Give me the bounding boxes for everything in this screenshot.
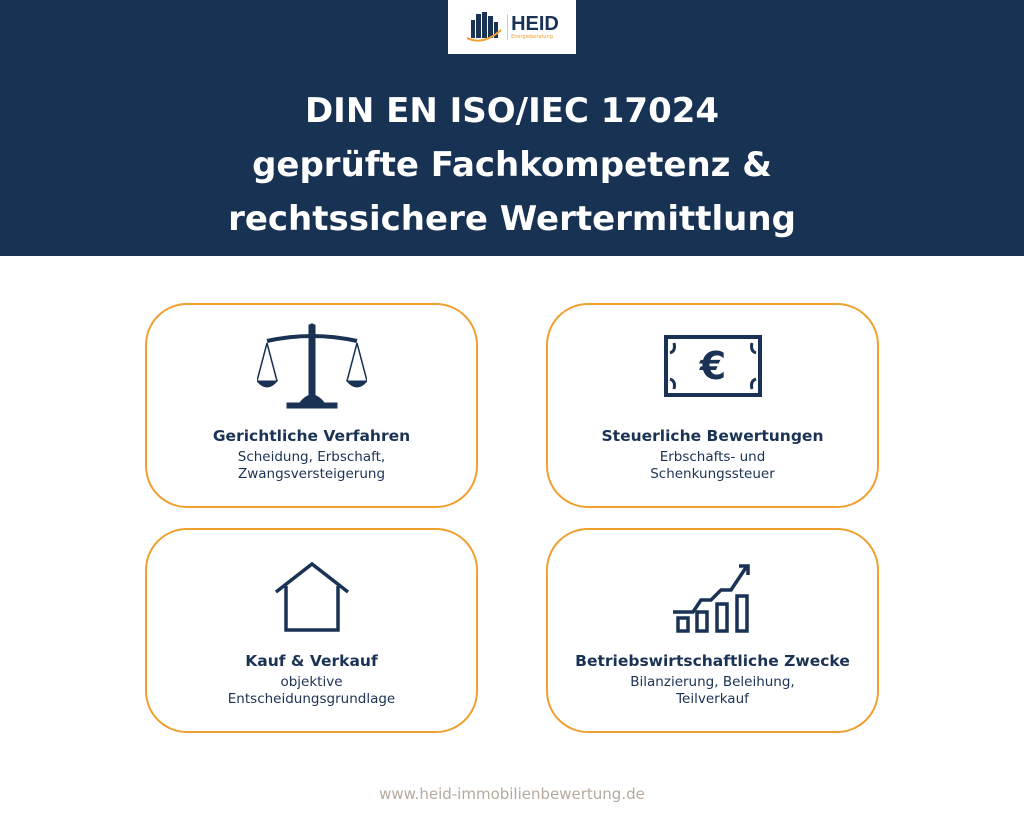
logo-name: HEID	[511, 13, 559, 35]
card-description: Bilanzierung, Beleihung,Teilverkauf	[630, 674, 795, 707]
website-link[interactable]: www.heid-immobilienbewertung.de	[379, 785, 645, 803]
buildings-logo-icon	[466, 12, 502, 42]
card-court: Gerichtliche Verfahren Scheidung, Erbsch…	[145, 303, 478, 508]
card-title: Betriebswirtschaftliche Zwecke	[575, 652, 850, 670]
scales-icon	[256, 323, 367, 409]
card-title: Steuerliche Bewertungen	[601, 427, 824, 445]
title-line: geprüfte Fachkompetenz &	[252, 145, 772, 185]
logo-tagline: Energieberatung	[511, 34, 553, 40]
house-icon	[274, 561, 349, 632]
card-title: Kauf & Verkauf	[245, 652, 378, 670]
logo: HEID Energieberatung	[448, 0, 576, 54]
page-title: DIN EN ISO/IEC 17024 geprüfte Fachkompet…	[0, 84, 1024, 246]
euro-banknote-icon: €	[663, 335, 762, 397]
card-tax: € Steuerliche Bewertungen Erbschafts- un…	[546, 303, 879, 508]
svg-text:€: €	[698, 344, 725, 388]
card-business: Betriebswirtschaftliche Zwecke Bilanzier…	[546, 528, 879, 733]
header-banner: HEID Energieberatung DIN EN ISO/IEC 1702…	[0, 0, 1024, 256]
card-title: Gerichtliche Verfahren	[212, 427, 411, 445]
title-line: rechtssichere Wertermittlung	[228, 199, 796, 239]
card-description: Scheidung, Erbschaft,Zwangsversteigerung	[237, 449, 386, 482]
growth-chart-icon	[672, 564, 750, 633]
title-line: DIN EN ISO/IEC 17024	[304, 91, 720, 131]
